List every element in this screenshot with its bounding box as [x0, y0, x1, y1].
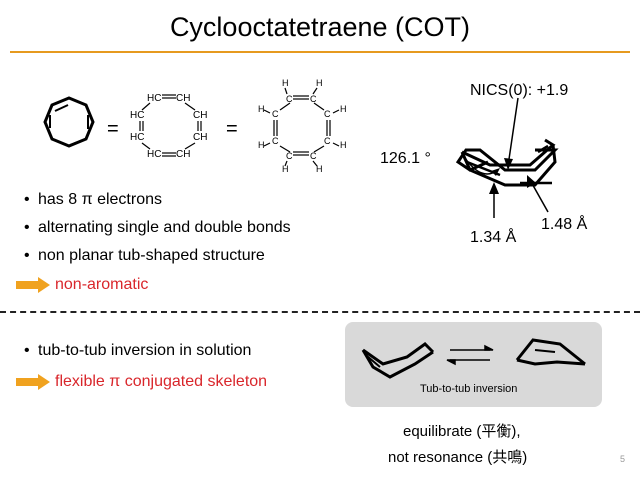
tub-structure-diagram [455, 97, 559, 218]
atom-label: C [272, 136, 279, 146]
atom-label: CH [176, 149, 190, 160]
atom-label: HC [147, 149, 161, 160]
bond-long-label: 1.48 Å [541, 216, 588, 233]
cot-skeletal-structure [43, 96, 95, 148]
bullet-item: •has 8 π electrons [24, 191, 162, 208]
footnote-equilibrate: equilibrate (平衡), [403, 423, 521, 440]
atom-label: C [286, 151, 293, 161]
atom-label: H [282, 78, 289, 88]
cot-explicit-structure: H H H H H H H H C C C C C C C C [258, 78, 347, 174]
bullet-item: •non planar tub-shaped structure [24, 247, 265, 264]
cot-structures: = HC CH HC CH HC CH HC CH = H H H H H H … [43, 78, 347, 174]
equals-sign-1: = [107, 118, 119, 140]
equals-sign-2: = [226, 118, 238, 140]
nics-label: NICS(0): +1.9 [470, 82, 569, 99]
inversion-caption: Tub-to-tub inversion [420, 383, 518, 395]
atom-label: H [316, 78, 323, 88]
atom-label: H [340, 140, 347, 150]
inversion-diagram [361, 338, 586, 379]
result-arrow-icon [16, 277, 50, 293]
atom-label: HC [147, 93, 161, 104]
result-flexible-skeleton: flexible π conjugated skeleton [55, 373, 268, 390]
angle-label: 126.1 ° [380, 150, 431, 167]
atom-label: CH [193, 110, 207, 121]
atom-label: CH [193, 132, 207, 143]
atom-label: C [272, 109, 279, 119]
atom-label: C [324, 109, 331, 119]
tub-left [361, 342, 435, 379]
atom-label: C [324, 136, 331, 146]
atom-label: H [316, 164, 323, 174]
section-divider [0, 311, 640, 313]
cot-condensed-structure: HC CH HC CH HC CH HC CH [130, 93, 207, 160]
inversion-panel [345, 322, 602, 407]
atom-label: HC [130, 110, 144, 121]
footnote-not-resonance: not resonance (共鳴) [388, 449, 528, 466]
equilibrium-arrows [446, 344, 494, 366]
bullet-item: •tub-to-tub inversion in solution [24, 342, 252, 359]
atom-label: CH [176, 93, 190, 104]
atom-label: C [310, 151, 317, 161]
atom-label: HC [130, 132, 144, 143]
slide-title: Cyclooctatetraene (COT) [169, 12, 471, 42]
atom-label: C [286, 94, 293, 104]
bullet-item: •alternating single and double bonds [24, 219, 291, 236]
title-underline [10, 51, 630, 53]
atom-label: C [310, 94, 317, 104]
atom-label: H [340, 104, 347, 114]
atom-label: H [282, 164, 289, 174]
bond-short-label: 1.34 Å [470, 229, 517, 246]
tub-right [515, 338, 586, 366]
atom-label: H [258, 104, 265, 114]
result-arrow-icon [16, 374, 50, 390]
page-number: 5 [620, 454, 626, 464]
atom-label: H [258, 140, 265, 150]
nics-arrow [507, 97, 519, 167]
result-non-aromatic: non-aromatic [55, 276, 149, 293]
